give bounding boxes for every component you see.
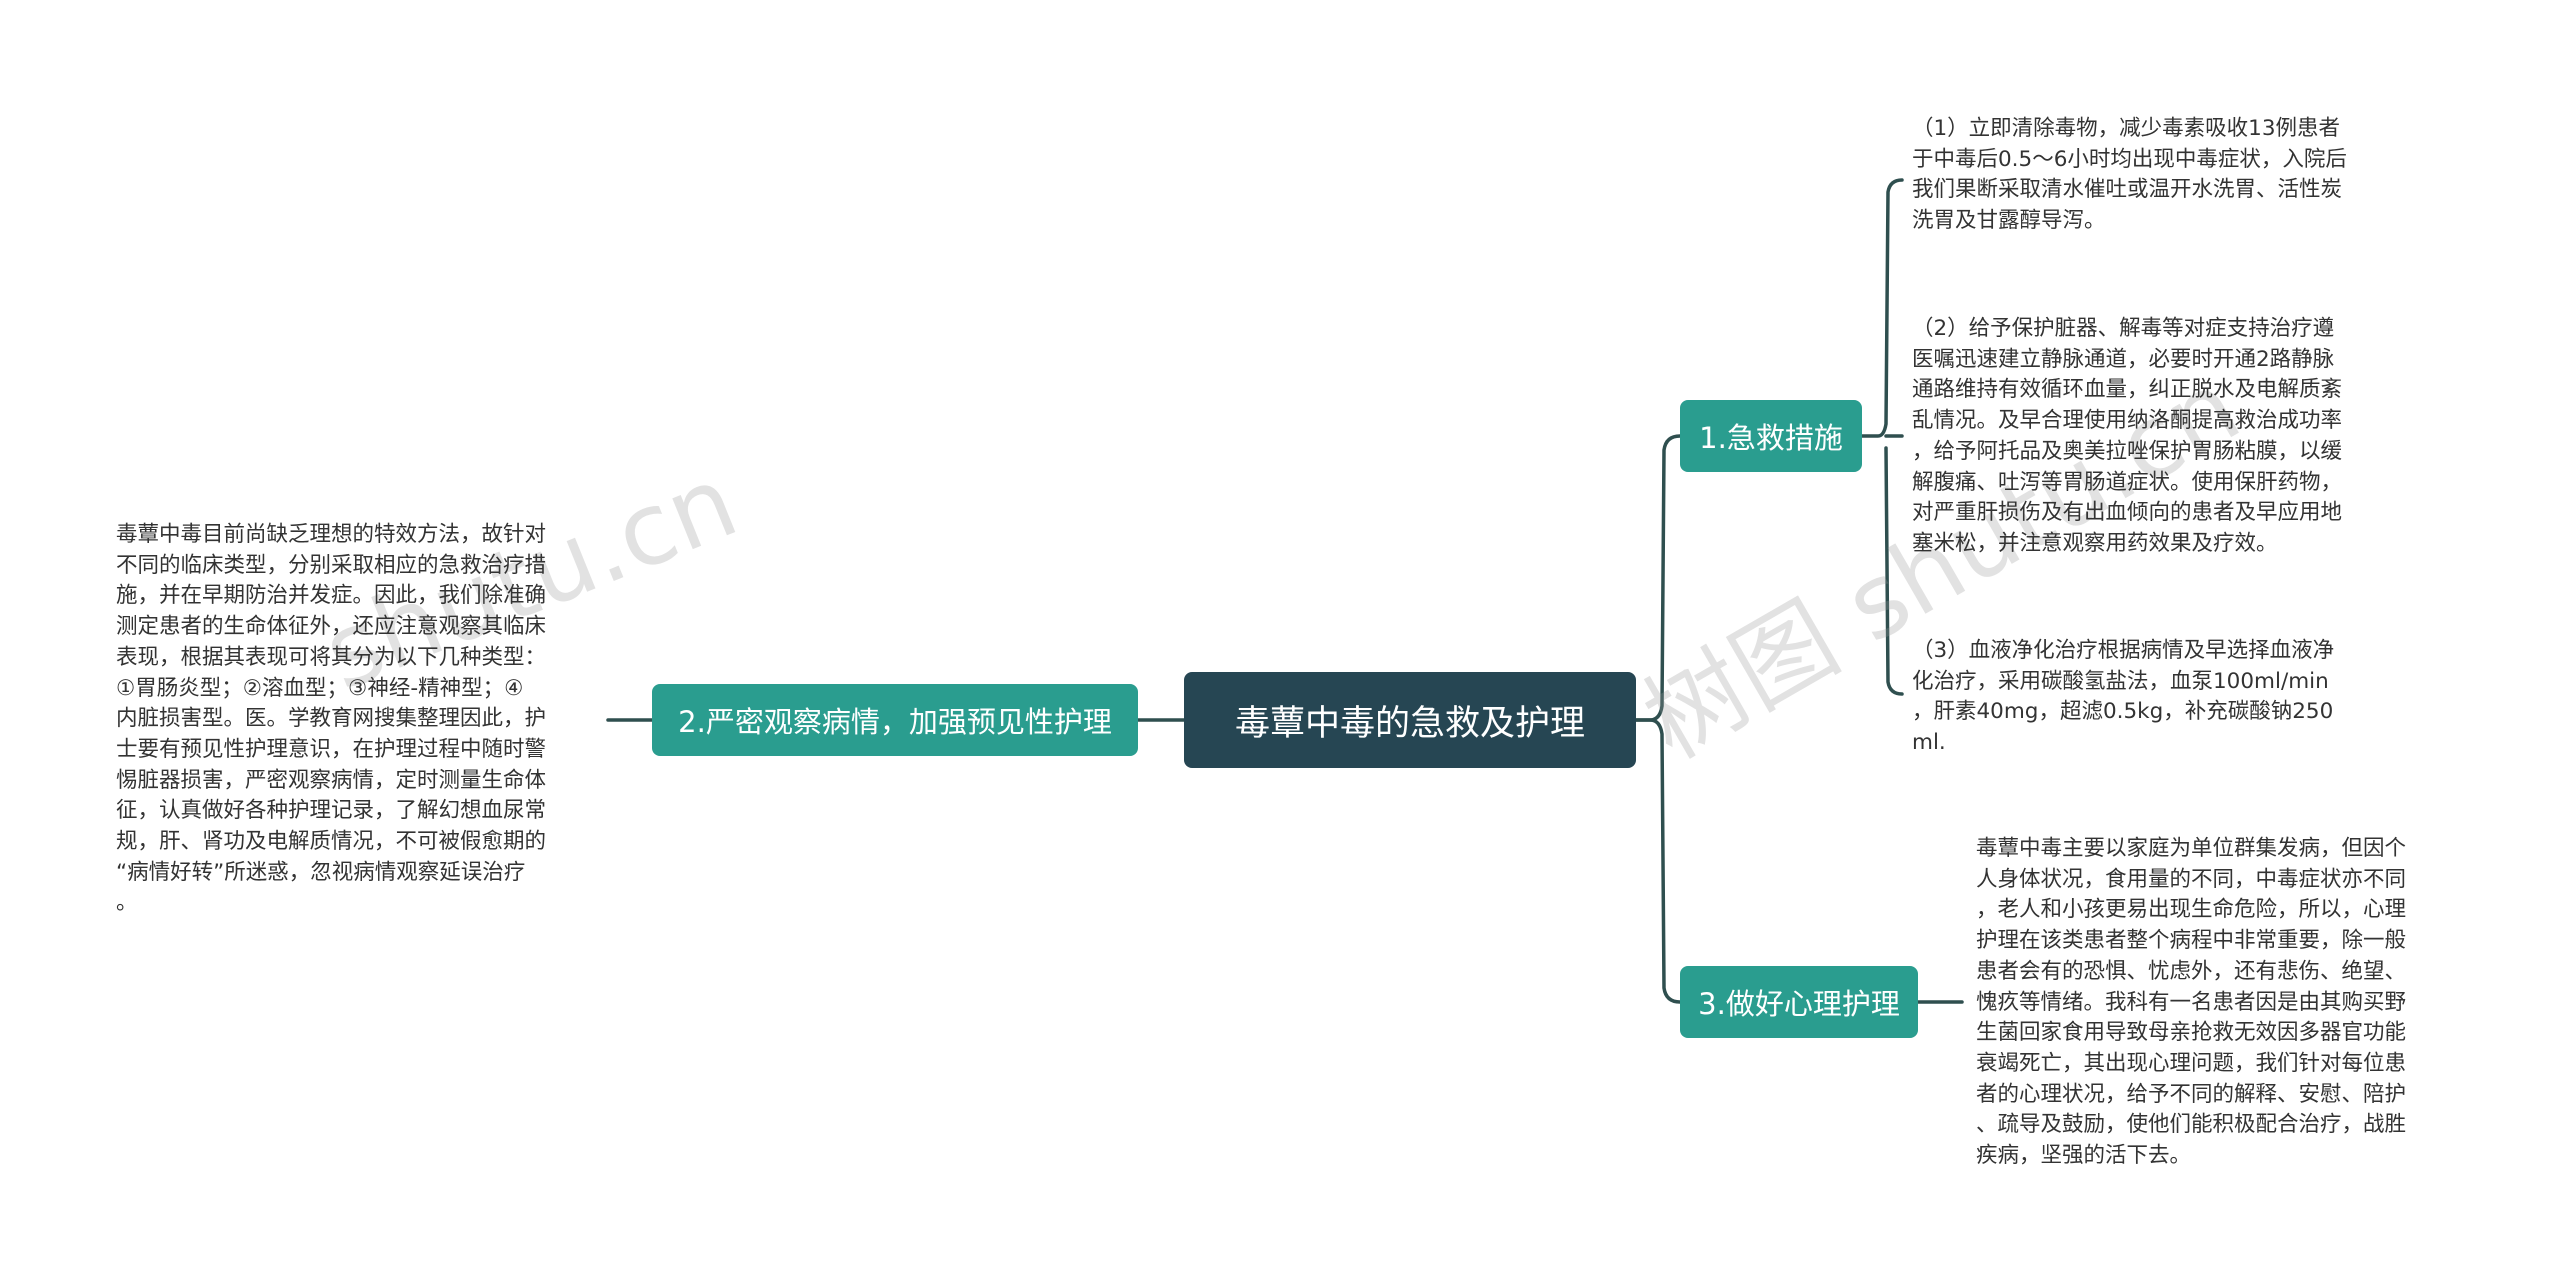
branch-label: 1.急救措施 xyxy=(1699,421,1843,455)
leaf-text-clear-toxin: （1）立即清除毒物，减少毒素吸收13例患者 于中毒后0.5～6小时均出现中毒症状… xyxy=(1912,116,2347,234)
connector-root-b3 xyxy=(1634,718,1682,1004)
branch-label: 2.严密观察病情，加强预见性护理 xyxy=(678,705,1112,739)
connector-b1-leaves xyxy=(1860,178,1904,696)
root-node[interactable]: 毒蕈中毒的急救及护理 xyxy=(1184,672,1636,768)
leaf-text-blood-purification: （3）血液净化治疗根据病情及早选择血液净 化治疗，采用碳酸氢盐法，血泵100ml… xyxy=(1912,638,2335,756)
leaf-text-observation: 毒蕈中毒目前尚缺乏理想的特效方法，故针对 不同的临床类型，分别采取相应的急救治疗… xyxy=(116,522,547,916)
branch-node-emergency[interactable]: 1.急救措施 xyxy=(1680,400,1862,472)
branch-label: 3.做好心理护理 xyxy=(1698,987,1900,1021)
leaf-text-organ-protection: （2）给予保护脏器、解毒等对症支持治疗遵 医嘱迅速建立静脉通道，必要时开通2路静… xyxy=(1912,316,2343,556)
branch-node-observation[interactable]: 2.严密观察病情，加强预见性护理 xyxy=(652,684,1138,756)
leaf-text-psychological-care: 毒蕈中毒主要以家庭为单位群集发病，但因个 人身体状况，食用量的不同，中毒症状亦不… xyxy=(1976,836,2407,1169)
branch-node-psychological[interactable]: 3.做好心理护理 xyxy=(1680,966,1918,1038)
root-label: 毒蕈中毒的急救及护理 xyxy=(1234,703,1585,744)
